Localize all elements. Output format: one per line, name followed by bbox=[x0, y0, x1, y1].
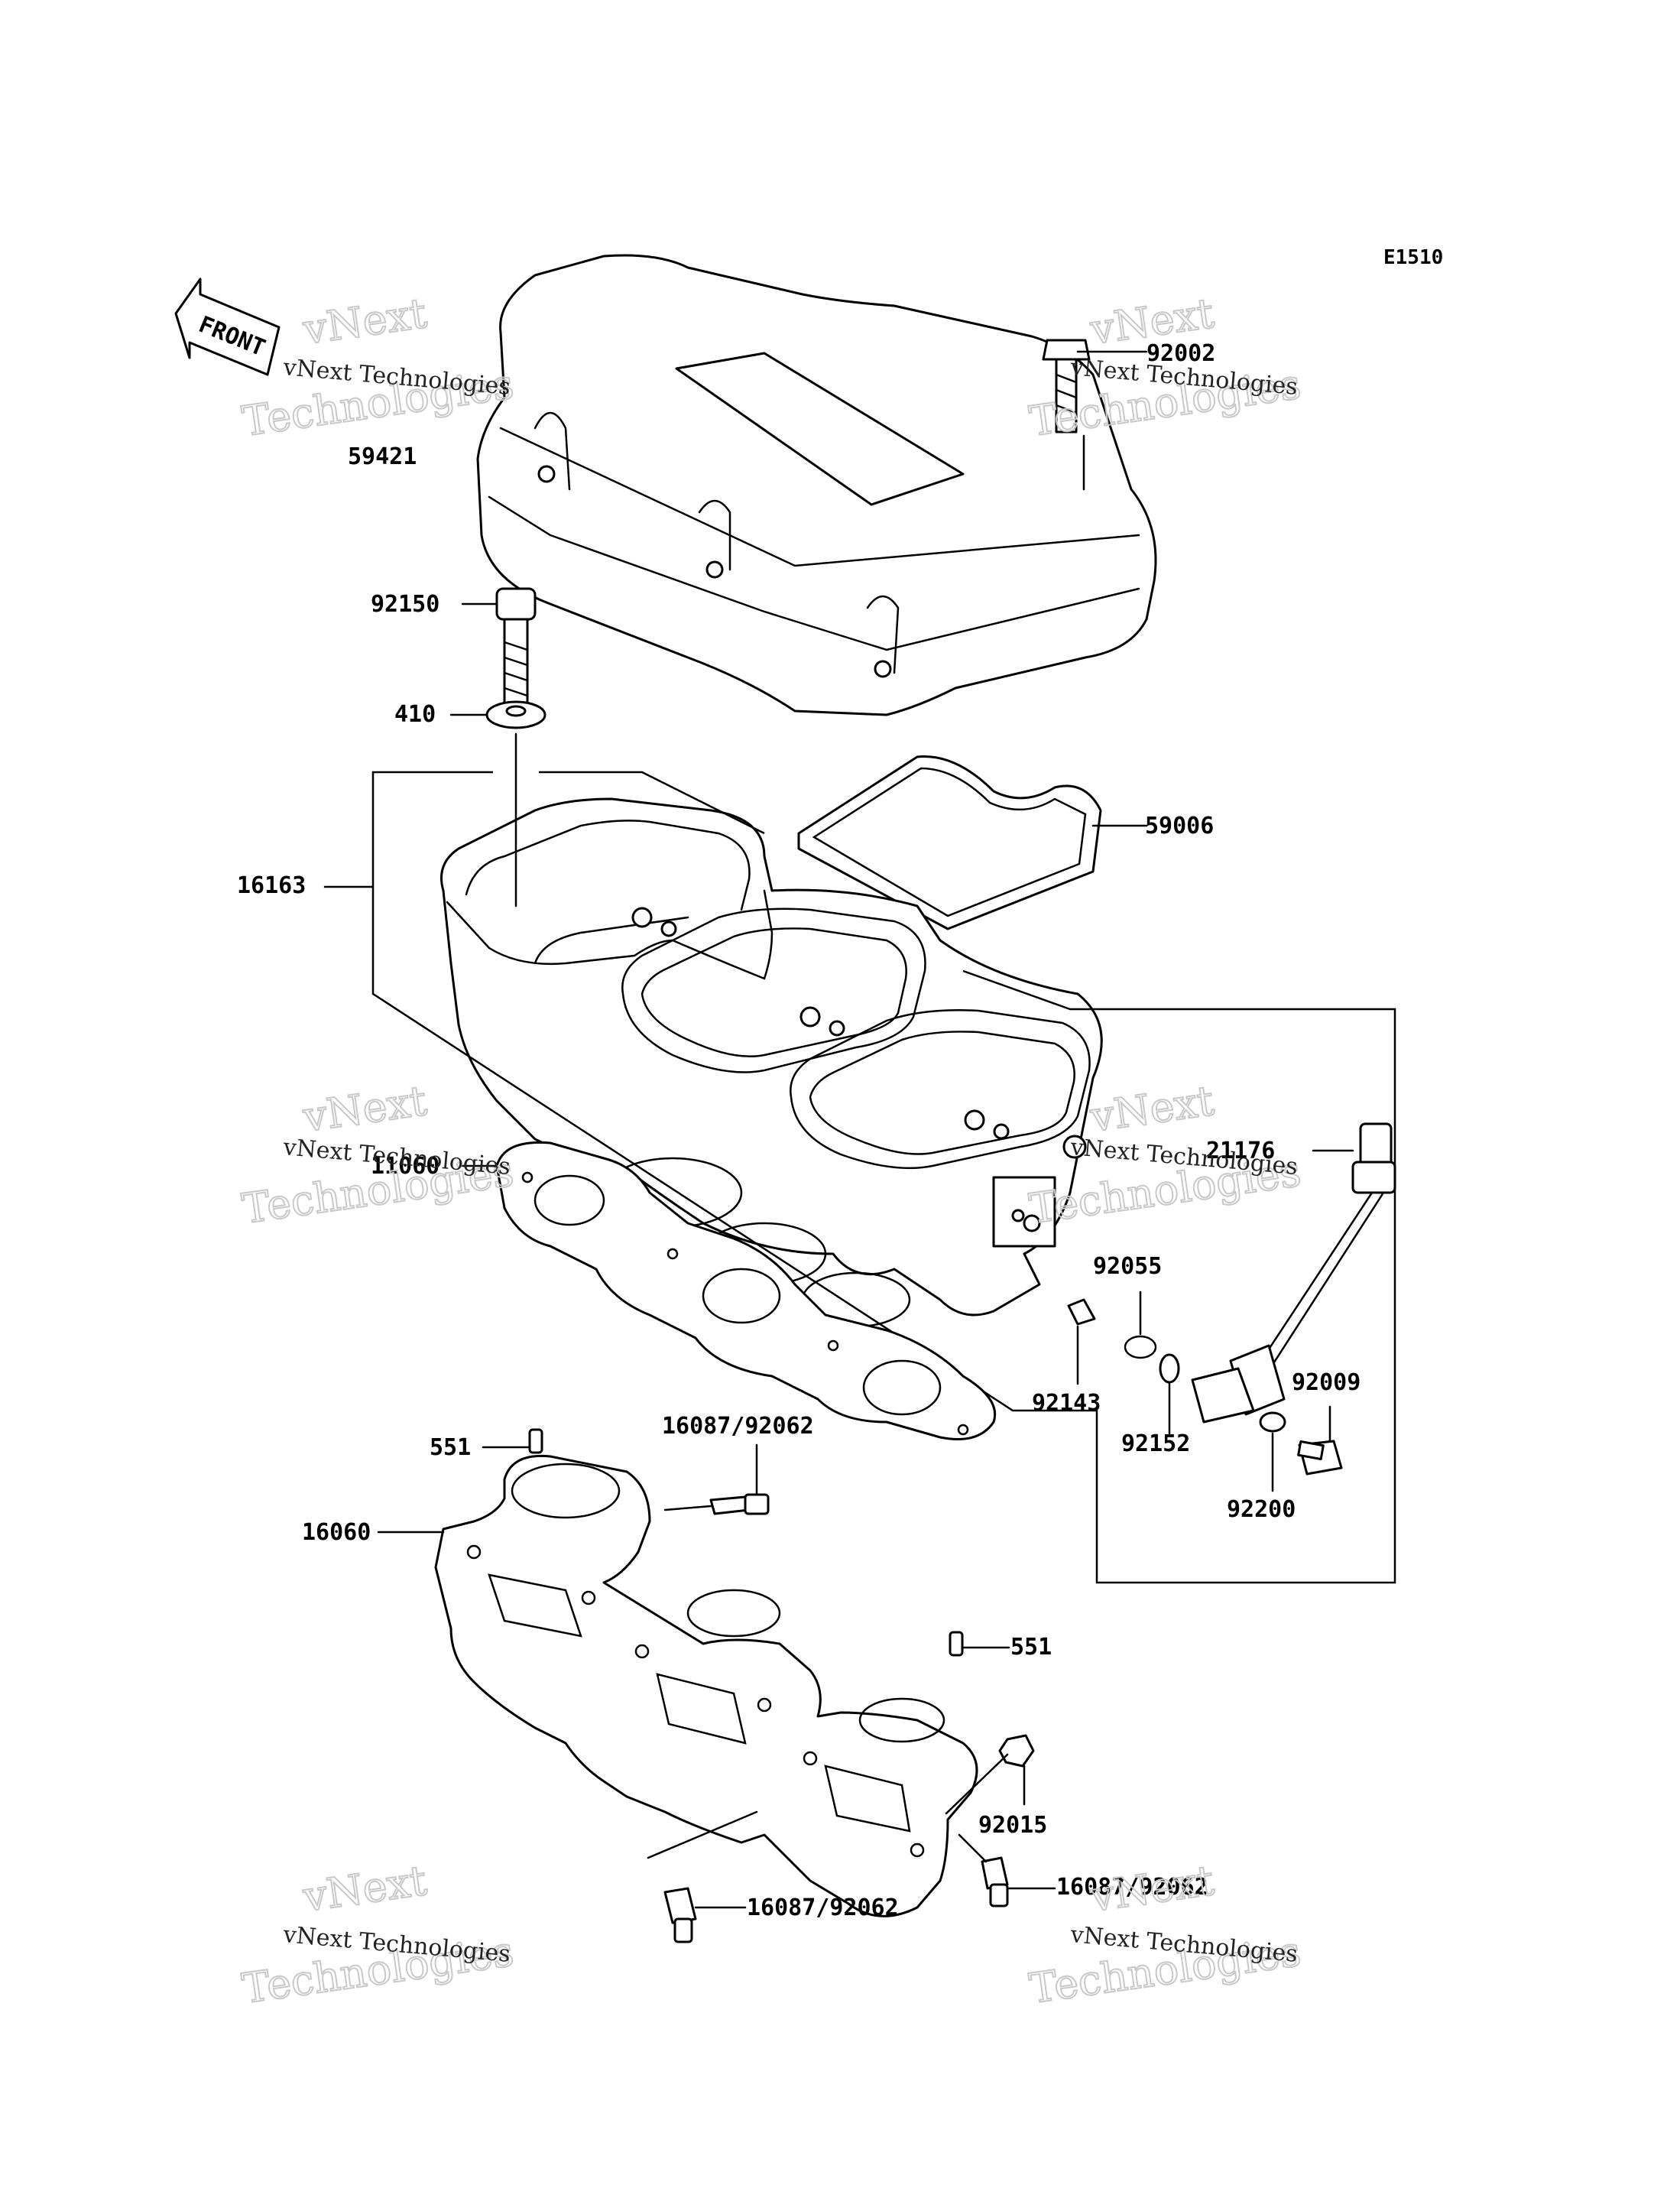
bolt-92150 bbox=[461, 587, 537, 713]
label-16163[interactable]: 16163 bbox=[237, 872, 306, 899]
label-551-b[interactable]: 551 bbox=[1010, 1634, 1052, 1661]
label-21176[interactable]: 21176 bbox=[1206, 1138, 1275, 1164]
watermark-mid-left: vNext Technologies vNext Technologies bbox=[238, 1076, 517, 1234]
watermark-top-left: vNext Technologies vNext Technologies bbox=[238, 288, 517, 446]
intake-manifold-16060 bbox=[377, 1454, 978, 1917]
gasket-11060 bbox=[461, 1141, 997, 1440]
nut-92015 bbox=[945, 1734, 1035, 1815]
washer-410 bbox=[449, 700, 546, 729]
sensor-16087-b bbox=[647, 1810, 758, 1943]
label-59006[interactable]: 59006 bbox=[1145, 813, 1214, 839]
diagram-code: E1510 bbox=[1383, 246, 1443, 269]
label-11060[interactable]: 11060 bbox=[371, 1153, 439, 1180]
label-16087-c[interactable]: 16087/92062 bbox=[1056, 1874, 1208, 1901]
part-labels: 92002 59421 92150 410 59006 16163 21176 … bbox=[237, 340, 1361, 1921]
label-92055[interactable]: 92055 bbox=[1093, 1253, 1162, 1280]
cylinder-head-cover bbox=[476, 254, 1157, 716]
label-59421[interactable]: 59421 bbox=[348, 443, 417, 470]
label-92009[interactable]: 92009 bbox=[1292, 1369, 1361, 1396]
svg-text:vNext: vNext bbox=[300, 1076, 430, 1141]
svg-text:vNext: vNext bbox=[1087, 1856, 1217, 1921]
svg-text:vNext: vNext bbox=[1087, 1076, 1217, 1141]
washer-92200 bbox=[1259, 1411, 1286, 1492]
bolt-92002 bbox=[1042, 339, 1148, 491]
label-92015[interactable]: 92015 bbox=[978, 1812, 1047, 1839]
label-551-a[interactable]: 551 bbox=[430, 1434, 471, 1461]
label-410[interactable]: 410 bbox=[394, 701, 436, 728]
svg-text:vNext: vNext bbox=[300, 1856, 430, 1921]
screw-92009 bbox=[1297, 1405, 1343, 1476]
sensor-21176 bbox=[1191, 1122, 1396, 1424]
watermark-bottom-left: vNext Technologies vNext Technologies bbox=[238, 1855, 517, 2014]
sensor-16087-c bbox=[958, 1833, 1056, 1907]
o-ring-92055 bbox=[1124, 1291, 1157, 1359]
dowel-pin-551-a bbox=[482, 1428, 543, 1454]
label-92150[interactable]: 92150 bbox=[371, 591, 439, 618]
clip-92143 bbox=[1067, 1298, 1096, 1385]
label-92152[interactable]: 92152 bbox=[1121, 1430, 1190, 1457]
label-16087-a[interactable]: 16087/92062 bbox=[662, 1413, 814, 1440]
assembly-bracket bbox=[323, 732, 1396, 1584]
label-16060[interactable]: 16060 bbox=[302, 1519, 371, 1546]
label-92002[interactable]: 92002 bbox=[1146, 340, 1215, 367]
washer-92152 bbox=[1159, 1353, 1180, 1435]
sensor-16087-a bbox=[663, 1443, 770, 1515]
gasket-59006 bbox=[797, 755, 1148, 930]
label-16087-b[interactable]: 16087/92062 bbox=[747, 1894, 899, 1921]
svg-text:vNext: vNext bbox=[300, 289, 430, 354]
dowel-pin-551-b bbox=[949, 1631, 1010, 1657]
label-92143[interactable]: 92143 bbox=[1032, 1390, 1101, 1417]
label-92200[interactable]: 92200 bbox=[1227, 1496, 1296, 1523]
front-arrow-icon: FRONT bbox=[174, 278, 281, 376]
